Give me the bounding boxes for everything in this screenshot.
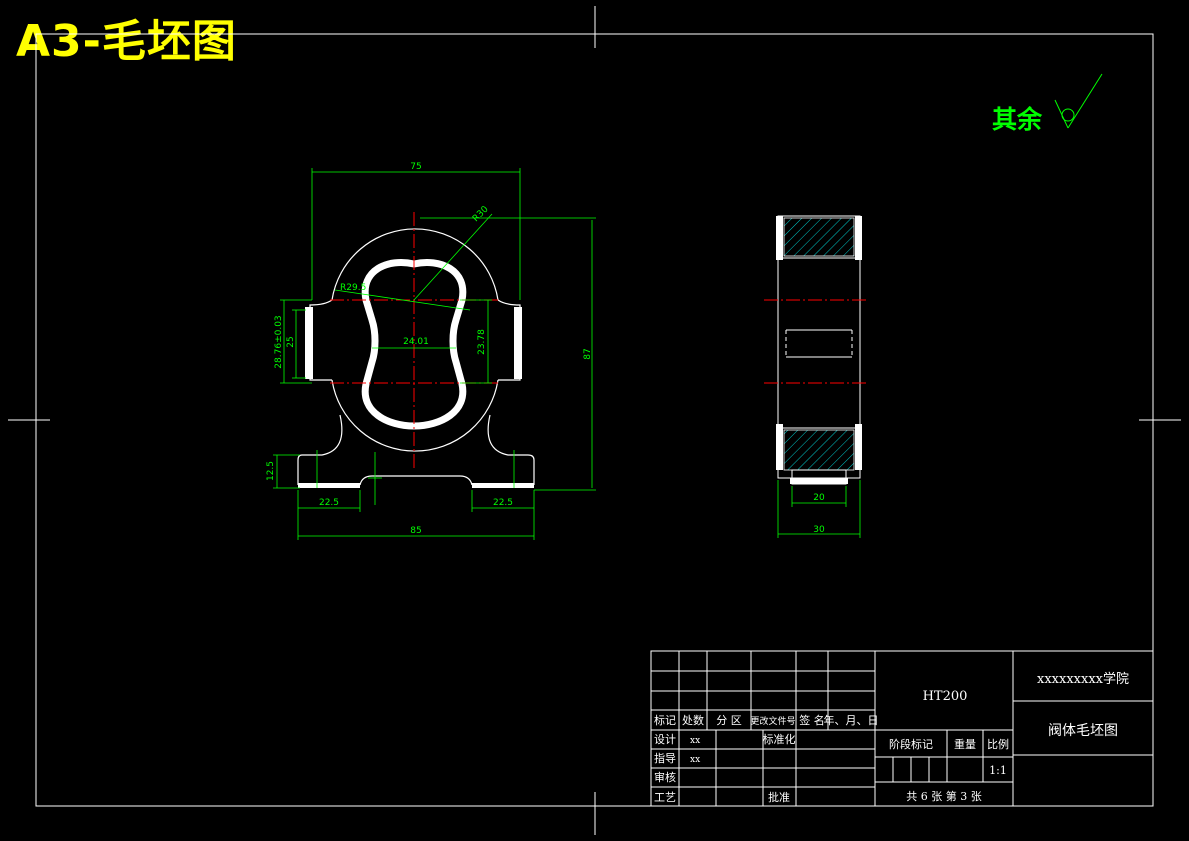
dim-side-inner: 20 [813, 493, 825, 503]
scale-value: 1:1 [989, 764, 1007, 777]
title-block [650, 650, 1154, 807]
header-zone: 分 区 [716, 714, 742, 727]
dim-side-width: 30 [813, 525, 825, 535]
sheet-count: 共 6 张 第 3 张 [906, 789, 981, 803]
dim-left-inner: 25 [286, 336, 296, 347]
sheet-frame [8, 6, 1181, 835]
dim-base-width: 85 [410, 526, 421, 536]
dim-radius-big: R30 [471, 204, 491, 224]
surface-roughness-note: 其余 [992, 105, 1043, 134]
school-name: xxxxxxxxx学院 [1037, 671, 1129, 687]
title-block-text: HT200 xxxxxxxxx学院 阀体毛坯图 标记 处数 分 区 更改文件号 … [654, 671, 1129, 804]
stage-label: 阶段标记 [889, 737, 933, 751]
material-label: HT200 [923, 689, 968, 704]
design-value: xx [690, 736, 700, 746]
dim-base-left: 22.5 [319, 498, 339, 508]
dim-height-total: 87 [583, 348, 593, 359]
dim-bore-dist: 24.01 [403, 337, 429, 347]
approve-label: 批准 [768, 790, 790, 804]
weight-label: 重量 [954, 737, 976, 751]
roughness-symbol [1054, 73, 1103, 129]
standard-label: 标准化 [763, 732, 796, 746]
process-label: 工艺 [654, 791, 676, 804]
front-view: 75 R30 R29.5 87 24.01 23.78 28.76±0.03 2… [266, 162, 596, 540]
dim-radius-small: R29.5 [340, 283, 366, 293]
header-mark: 标记 [654, 713, 676, 727]
side-view: 20 30 [764, 215, 868, 538]
dim-width-top: 75 [410, 162, 421, 172]
dim-left-tolerance: 28.76±0.03 [274, 315, 284, 368]
dim-base-height: 12.5 [266, 461, 276, 481]
header-count: 处数 [682, 714, 704, 727]
sheet-title: A3-毛坯图 [16, 16, 237, 67]
guide-label: 指导 [654, 751, 676, 765]
header-sign: 签 名 [799, 713, 825, 727]
header-change-doc: 更改文件号 [750, 715, 795, 727]
review-label: 审核 [654, 770, 676, 784]
scale-label: 比例 [987, 737, 1009, 751]
header-date: 年、月、日 [824, 713, 879, 727]
dim-bore-height: 23.78 [477, 329, 487, 355]
drawing-name: 阀体毛坯图 [1048, 723, 1118, 739]
dim-base-right: 22.5 [493, 498, 513, 508]
design-label: 设计 [654, 733, 676, 746]
guide-value: xx [690, 755, 700, 765]
